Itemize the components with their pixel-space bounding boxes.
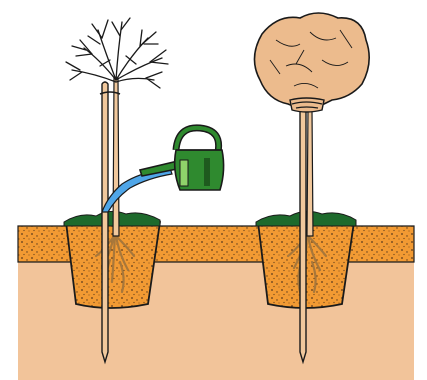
watering-can-icon bbox=[140, 128, 224, 190]
bare-root-tree-icon bbox=[66, 18, 168, 88]
tree-trunk-right bbox=[307, 110, 313, 236]
tree-trunk-left bbox=[113, 78, 119, 236]
grass-left bbox=[64, 211, 160, 226]
fleece-wrapped-tree-icon bbox=[254, 13, 369, 112]
stake-right bbox=[300, 100, 306, 362]
tree-tie-left bbox=[100, 92, 120, 94]
water-stream-icon bbox=[102, 168, 172, 212]
stake-left bbox=[102, 82, 108, 362]
